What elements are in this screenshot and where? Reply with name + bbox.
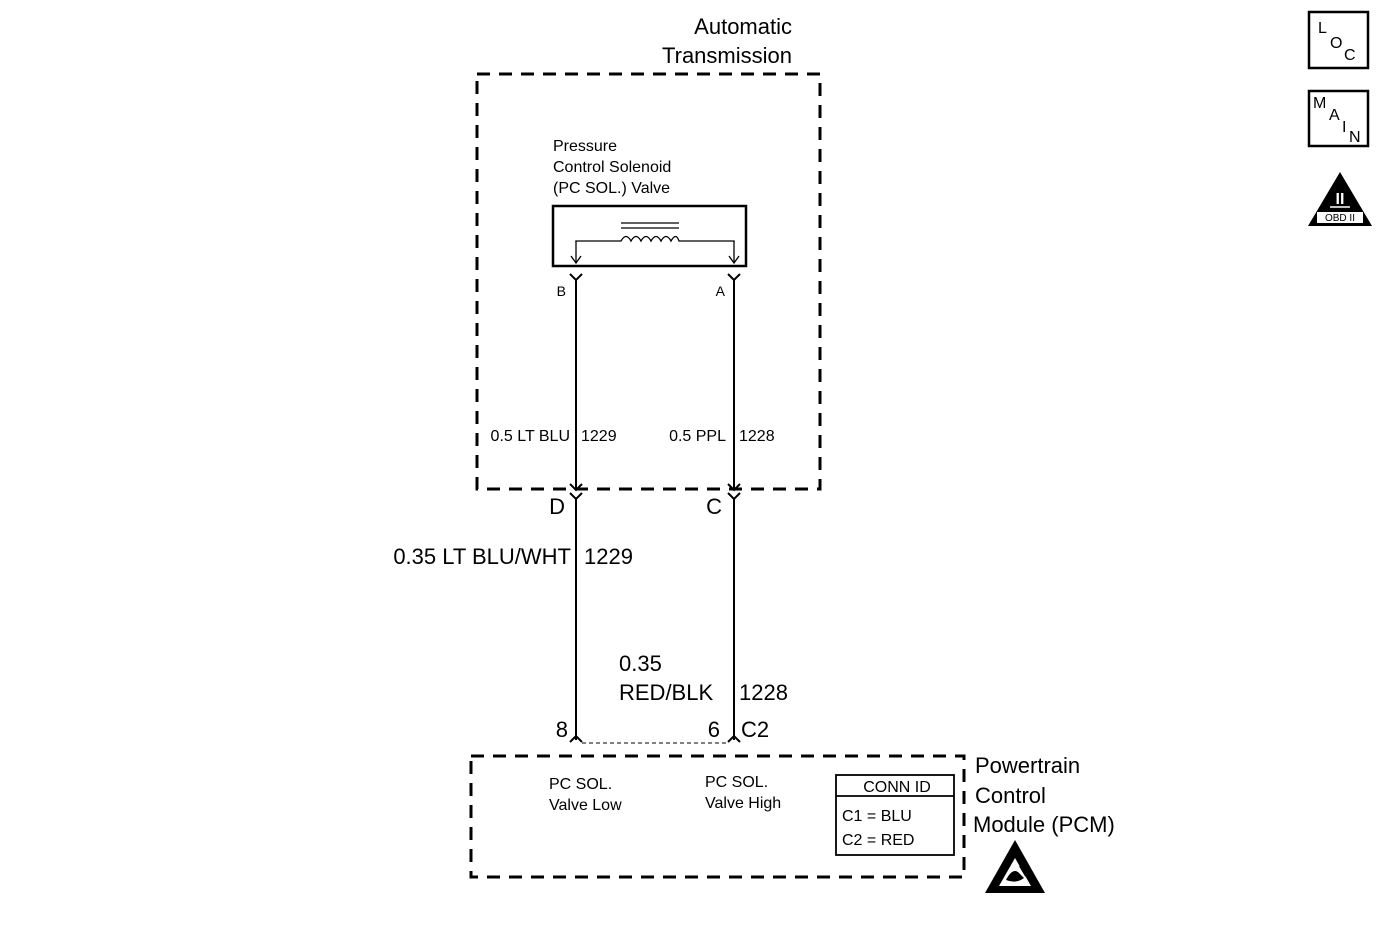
transmission-title-line1: Automatic <box>694 14 792 39</box>
transmission-boundary <box>475 72 822 491</box>
obd-numeral: II <box>1336 191 1345 208</box>
wire-1228-inner-circuit: 1228 <box>739 428 775 445</box>
wire-1229-inner-circuit: 1229 <box>581 428 617 445</box>
pcm-boundary <box>469 754 966 879</box>
solenoid-component <box>551 204 748 268</box>
loc-letter-l: L <box>1318 20 1327 37</box>
wire-1228-outer-label-line1: 0.35 <box>619 651 662 676</box>
wire-1228-outer-label-line2: RED/BLK <box>619 680 713 705</box>
esd-warning-icon <box>985 840 1045 893</box>
connector-c-label: C <box>706 494 722 519</box>
pcm-title-line3: Module (PCM) <box>973 812 1115 837</box>
loc-icon[interactable]: L O C <box>1307 10 1370 70</box>
solenoid-name-line1: Pressure <box>553 138 617 155</box>
obd-label: OBD II <box>1325 213 1355 224</box>
main-icon[interactable]: M A I N <box>1307 89 1370 148</box>
solenoid-name-line2: Control Solenoid <box>553 159 671 176</box>
main-letter-a: A <box>1329 107 1340 124</box>
pcm-pin-8: 8 <box>556 717 568 742</box>
pcm-terminal-6-icon <box>727 734 741 743</box>
conn-id-table <box>835 774 955 856</box>
conn-id-header: CONN ID <box>863 779 931 796</box>
pcm-title-line2: Control <box>975 783 1046 808</box>
wire-1229-outer-circuit: 1229 <box>584 544 633 569</box>
transmission-title-line2: Transmission <box>662 43 792 68</box>
main-letter-i: I <box>1342 119 1346 136</box>
pcm-low-line2: Valve Low <box>549 797 622 814</box>
pcm-low-line1: PC SOL. <box>549 776 612 793</box>
loc-letter-o: O <box>1330 35 1342 52</box>
wire-1228-outer-circuit: 1228 <box>739 680 788 705</box>
pcm-high-line2: Valve High <box>705 795 781 812</box>
pcm-connector-c2: C2 <box>741 717 769 742</box>
solenoid-connector-b-icon <box>569 273 583 282</box>
connector-d-label: D <box>549 494 565 519</box>
solenoid-name-line3: (PC SOL.) Valve <box>553 180 670 197</box>
conn-id-c2: C2 = RED <box>842 832 914 849</box>
pcm-terminal-8-icon <box>569 734 583 743</box>
wire-1228-inner-label: 0.5 PPL <box>669 428 726 445</box>
pcm-high-line1: PC SOL. <box>705 774 768 791</box>
wire-1229-outer-label: 0.35 LT BLU/WHT <box>393 544 571 569</box>
main-letter-m: M <box>1313 95 1326 112</box>
loc-letter-c: C <box>1344 47 1356 64</box>
wire-1229-inner-label: 0.5 LT BLU <box>491 428 570 445</box>
solenoid-connector-a-icon <box>727 273 741 282</box>
pcm-pin-6: 6 <box>708 717 720 742</box>
pcm-title-line1: Powertrain <box>975 753 1080 778</box>
solenoid-terminal-b: B <box>557 283 566 299</box>
obd-ii-icon[interactable]: II OBD II <box>1308 172 1372 226</box>
conn-id-c1: C1 = BLU <box>842 808 912 825</box>
main-letter-n: N <box>1349 129 1361 146</box>
solenoid-terminal-a: A <box>716 283 726 299</box>
